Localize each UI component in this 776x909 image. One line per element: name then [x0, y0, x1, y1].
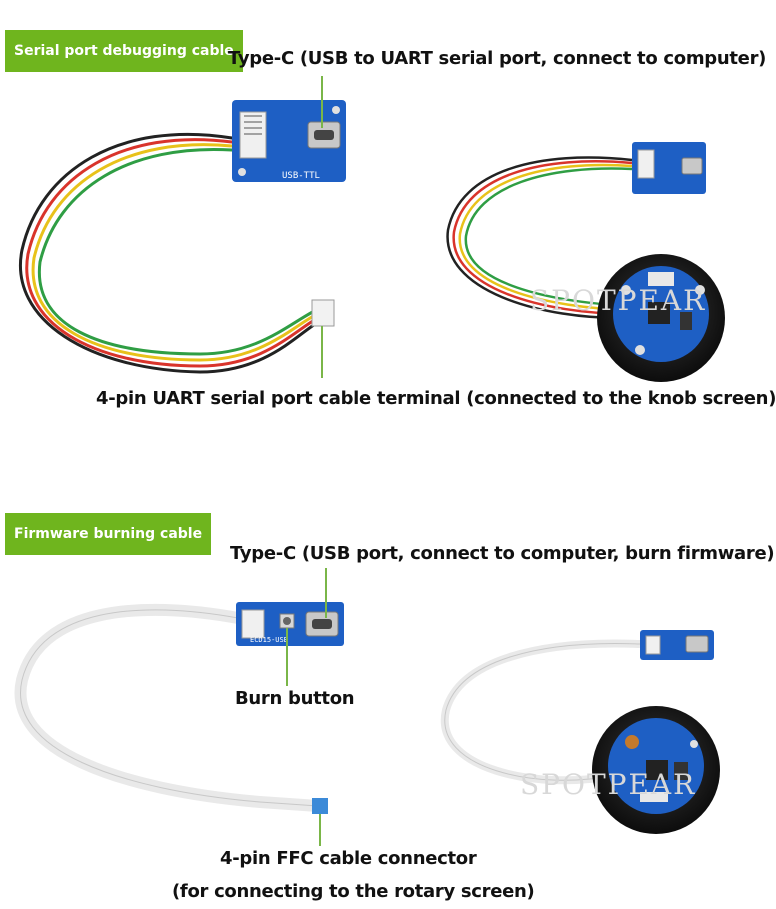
ffc-connector — [312, 798, 328, 814]
firmware-section-tag: Firmware burning cable — [5, 513, 212, 555]
watermark-top: SPOTPEAR — [530, 284, 707, 317]
firmware-typec-caption: Type-C (USB port, connect to computer, b… — [230, 543, 775, 564]
serial-cable-large — [19, 132, 327, 374]
serial-typec-caption: Type-C (USB to UART serial port, connect… — [228, 48, 767, 69]
burn-button-caption: Burn button — [235, 688, 355, 709]
usb-ttl-board: USB-TTL — [232, 100, 346, 182]
usb-ttl-board-small — [632, 142, 706, 194]
serial-section-tag: Serial port debugging cable — [5, 30, 243, 72]
burn-board-silk: ECD15-USB — [250, 636, 288, 644]
ffc-caption-line1: 4-pin FFC cable connector — [220, 848, 477, 869]
knob-screen-serial — [597, 254, 725, 382]
uart-terminal — [311, 299, 335, 327]
product-illustration: USB-TTL ECD15-USB — [14, 76, 725, 846]
serial-terminal-caption: 4-pin UART serial port cable terminal (c… — [96, 388, 776, 409]
serial-cable-small — [446, 156, 633, 320]
burn-board-small — [640, 630, 714, 660]
ffc-caption-line2: (for connecting to the rotary screen) — [172, 881, 535, 902]
burn-board: ECD15-USB — [236, 602, 344, 646]
watermark-bottom: SPOTPEAR — [520, 768, 697, 801]
burn-button-icon — [283, 617, 291, 625]
usb-ttl-silk: USB-TTL — [282, 171, 320, 181]
knob-screen-firmware — [592, 706, 720, 834]
